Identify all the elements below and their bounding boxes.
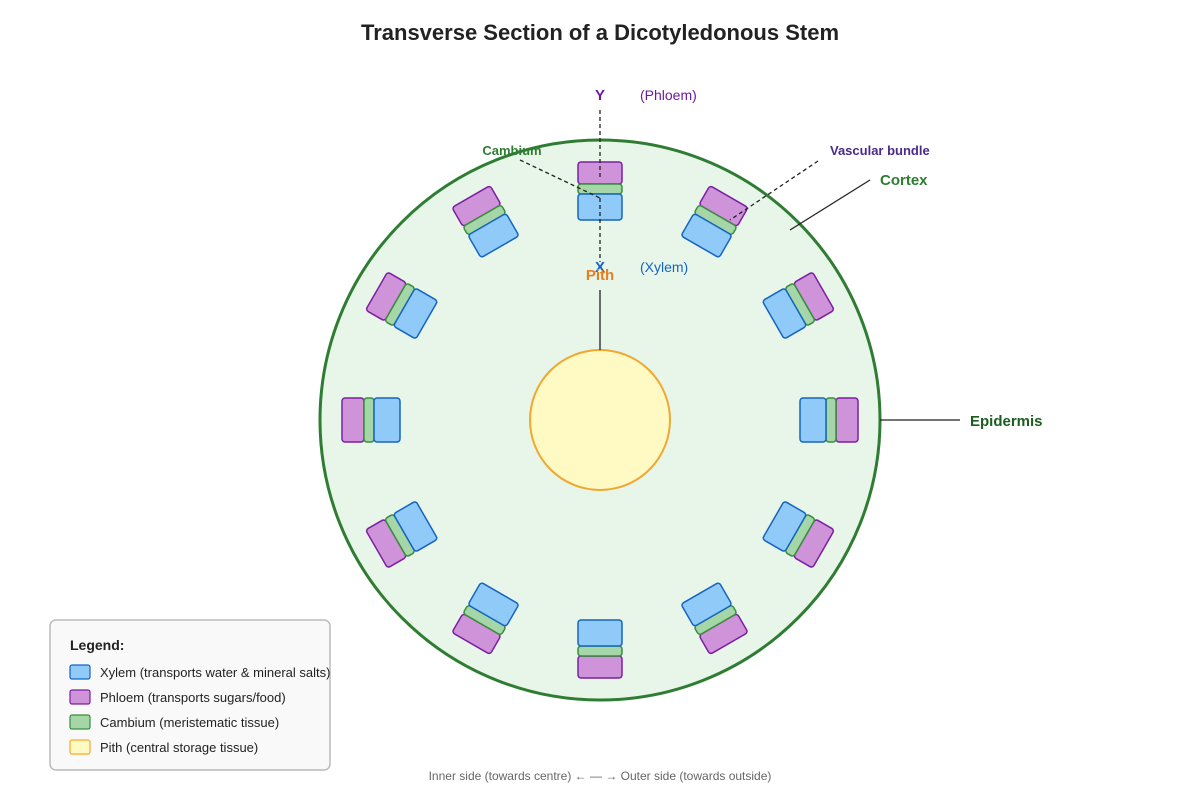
vascular-bundles: [341, 161, 859, 679]
cortex-leader-line: [789, 179, 871, 231]
vascular-bundle: [762, 272, 835, 339]
legend-swatch-phloem: [69, 689, 91, 705]
xylem-block: [799, 397, 827, 443]
legend-items: Xylem (transports water & mineral salts)…: [69, 664, 330, 755]
xylem-block: [762, 501, 807, 552]
orientation-note: Inner side (towards centre) ← — → Outer …: [429, 769, 772, 783]
xylem-block: [393, 501, 438, 552]
xylem-note-label: (Xylem): [640, 259, 688, 275]
vascular-bundle: [365, 272, 438, 339]
vascular-bundle: [799, 397, 859, 443]
vascular-bundle: [452, 185, 519, 258]
x-marker-label: X: [595, 259, 605, 276]
epidermis-label: Epidermis: [970, 413, 1043, 430]
xylem-block: [762, 288, 807, 339]
xylem-block: [681, 213, 732, 258]
cortex-label: Cortex: [880, 172, 928, 189]
legend-label-pith: Pith (central storage tissue): [100, 740, 258, 755]
phloem-note-label: (Phloem): [640, 87, 697, 103]
cambium-block: [363, 397, 375, 443]
legend-box: [49, 619, 331, 771]
vascular-bundle-label: Vascular bundle: [830, 143, 930, 158]
vascular-bundle: [341, 397, 401, 443]
xylem-block: [468, 582, 519, 627]
legend: Legend: Xylem (transports water & minera…: [49, 619, 331, 771]
cambium-label: Cambium: [482, 143, 541, 158]
phloem-block: [341, 397, 365, 443]
vascular-bundle: [452, 582, 519, 655]
vascular-bundle-leader-line: [729, 160, 819, 221]
vascular-bundle: [365, 501, 438, 568]
legend-swatch-xylem: [69, 664, 91, 680]
y-marker-label: Y: [595, 87, 605, 104]
vascular-bundle: [681, 582, 748, 655]
cambium-block: [825, 397, 837, 443]
legend-title: Legend:: [70, 637, 124, 653]
legend-label-phloem: Phloem (transports sugars/food): [100, 690, 286, 705]
xylem-block: [393, 288, 438, 339]
legend-swatch-pith: [69, 739, 91, 755]
xylem-block: [577, 619, 623, 647]
pith-circle: [529, 349, 671, 491]
phloem-block: [835, 397, 859, 443]
diagram-title: Transverse Section of a Dicotyledonous S…: [361, 20, 839, 45]
phloem-block: [577, 655, 623, 679]
cambium-leader-line: [519, 159, 601, 199]
pith-label: Pith: [586, 267, 614, 284]
xylem-block: [373, 397, 401, 443]
vascular-bundle: [577, 619, 623, 679]
legend-swatch-cambium: [69, 714, 91, 730]
legend-label-xylem: Xylem (transports water & mineral salts): [100, 665, 330, 680]
xylem-block: [681, 582, 732, 627]
cambium-block: [577, 645, 623, 657]
cambium-block: [577, 183, 623, 195]
vascular-bundle: [762, 501, 835, 568]
legend-label-cambium: Cambium (meristematic tissue): [100, 715, 279, 730]
xylem-block: [468, 213, 519, 258]
